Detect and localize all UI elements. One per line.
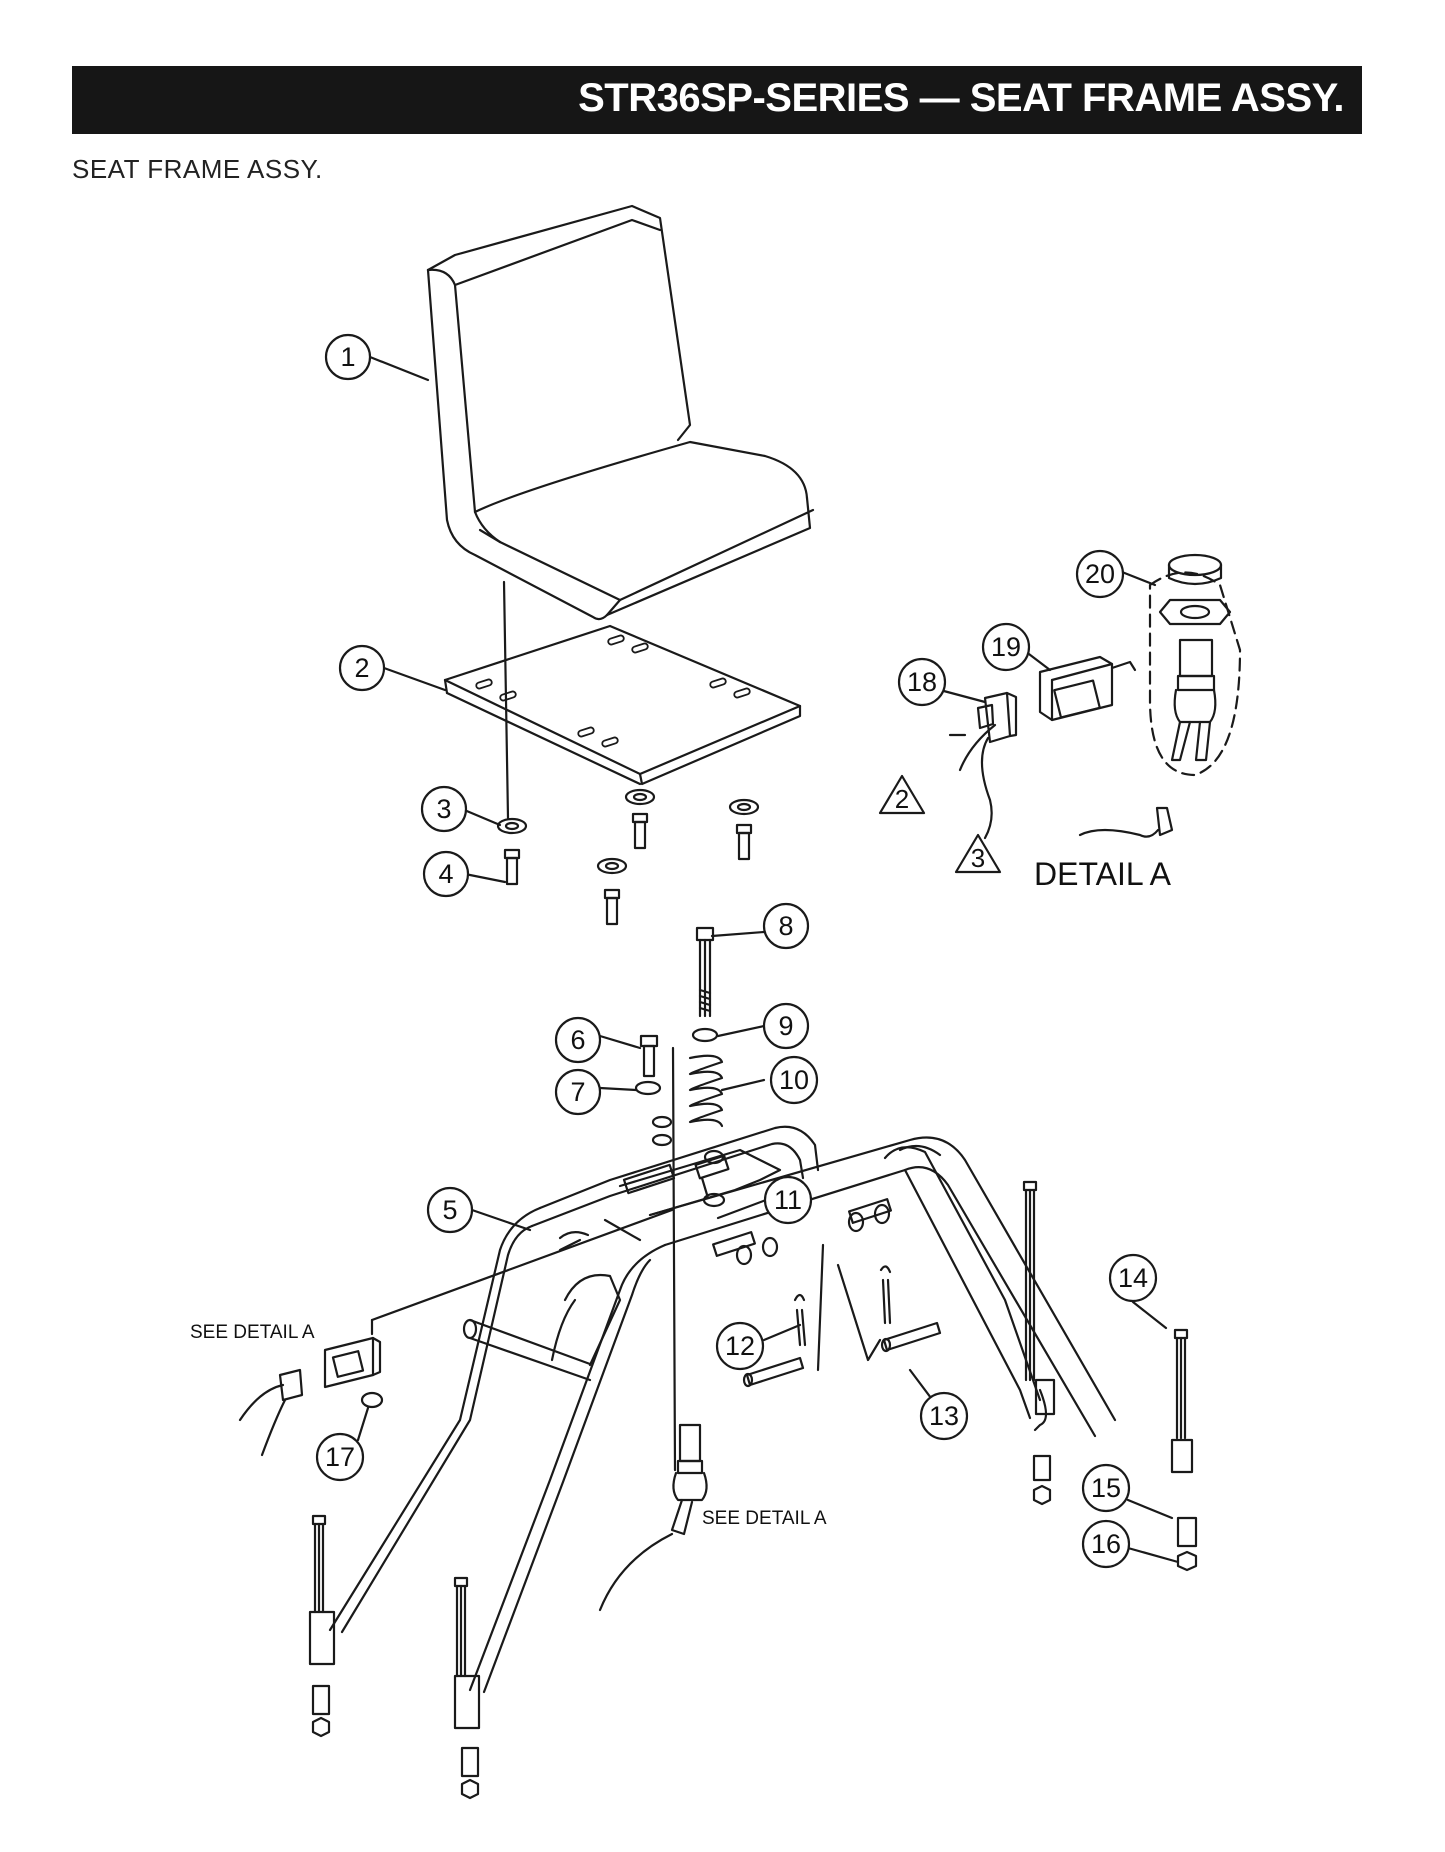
callout-12 — [715, 1321, 765, 1371]
callout-label-19: 19 — [991, 632, 1021, 662]
warning-note-3: 3 — [971, 843, 985, 873]
callout-label-18: 18 — [907, 667, 937, 697]
seat — [426, 204, 815, 621]
callout-3 — [420, 785, 468, 833]
detail-a-title: DETAIL A — [1034, 856, 1172, 892]
callout-label-12: 12 — [725, 1331, 755, 1361]
callout-label-2: 2 — [354, 653, 369, 683]
leg-hardware — [308, 1180, 1198, 1800]
callout-label-1: 1 — [340, 342, 355, 372]
clevis-pins — [742, 1243, 942, 1388]
callout-14 — [1108, 1253, 1158, 1303]
callout-20 — [1075, 549, 1125, 599]
callout-13 — [919, 1391, 969, 1441]
callout-label-13: 13 — [929, 1401, 959, 1431]
callout-15 — [1081, 1463, 1131, 1513]
callout-label-20: 20 — [1085, 559, 1115, 589]
callout-17 — [315, 1432, 365, 1482]
callout-label-14: 14 — [1118, 1263, 1148, 1293]
lock-washers-and-screws — [496, 788, 760, 926]
callout-9 — [762, 1002, 810, 1050]
callout-4 — [422, 850, 470, 898]
section-subtitle: SEAT FRAME ASSY. — [72, 154, 323, 184]
callout-11 — [763, 1175, 813, 1225]
callout-label-4: 4 — [438, 859, 453, 889]
callout-19 — [981, 622, 1031, 672]
header-bar: STR36SP-SERIES — SEAT FRAME ASSY. — [72, 66, 1362, 134]
callout-label-7: 7 — [570, 1077, 585, 1107]
callout-16 — [1081, 1519, 1131, 1569]
see-detail-left-sketch — [238, 1318, 384, 1457]
callout-label-10: 10 — [779, 1065, 809, 1095]
callout-18 — [897, 657, 947, 707]
callout-label-3: 3 — [436, 794, 451, 824]
callout-8 — [762, 902, 810, 950]
callout-10 — [769, 1055, 819, 1105]
callout-label-8: 8 — [778, 911, 793, 941]
detail-a-switch-assembly — [948, 553, 1242, 840]
callout-1 — [324, 333, 372, 381]
callout-6 — [554, 1016, 602, 1064]
see-detail-bottom-sketch — [598, 1423, 708, 1612]
warning-triangles — [878, 774, 1002, 874]
callout-label-6: 6 — [570, 1025, 585, 1055]
seat-pan — [443, 624, 802, 786]
leader-lines — [356, 355, 1180, 1564]
callout-label-17: 17 — [325, 1442, 355, 1472]
callout-label-5: 5 — [442, 1195, 457, 1225]
callout-2 — [338, 644, 386, 692]
callout-label-11: 11 — [774, 1185, 802, 1215]
see-detail-left-label: SEE DETAIL A — [190, 1322, 315, 1343]
page-title: STR36SP-SERIES — SEAT FRAME ASSY. — [578, 76, 1344, 120]
callout-label-9: 9 — [778, 1011, 793, 1041]
callout-numbers: 1 2 3 4 5 6 7 8 9 10 11 12 13 14 15 16 1… — [325, 342, 1148, 1559]
pivot-hardware — [634, 926, 724, 1147]
callout-5 — [426, 1186, 474, 1234]
callout-7 — [554, 1068, 602, 1116]
warning-note-2: 2 — [895, 784, 909, 814]
callouts — [315, 333, 1158, 1569]
seat-frame — [328, 1125, 1117, 1694]
see-detail-bottom-label: SEE DETAIL A — [702, 1508, 827, 1529]
callout-label-15: 15 — [1091, 1473, 1121, 1503]
callout-label-16: 16 — [1091, 1529, 1121, 1559]
